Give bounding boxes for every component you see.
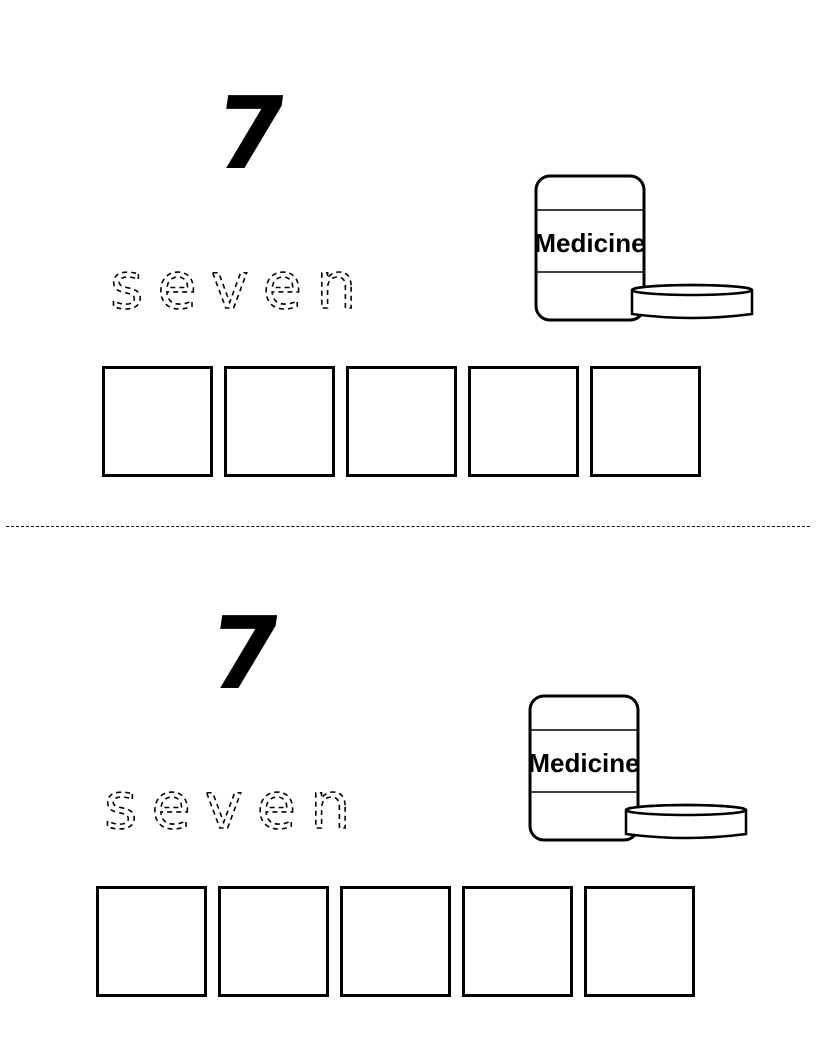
letter-boxes	[102, 366, 712, 477]
letter-box[interactable]	[468, 366, 579, 477]
numeral: 7	[207, 75, 294, 192]
medicine-bottle-icon: Medicine	[528, 694, 748, 842]
worksheet-card-top: 7 seven Medicine	[0, 0, 816, 520]
medicine-bottle-icon: Medicine	[534, 174, 754, 322]
letter-box[interactable]	[96, 886, 207, 997]
letter-box[interactable]	[218, 886, 329, 997]
tracing-word-text: seven	[110, 250, 371, 324]
tracing-word: seven	[109, 249, 371, 325]
cut-line	[6, 526, 810, 527]
letter-box[interactable]	[584, 886, 695, 997]
letter-box[interactable]	[590, 366, 701, 477]
letter-boxes	[96, 886, 706, 997]
worksheet-card-bottom: 7 seven Medicine	[0, 520, 816, 1040]
numeral: 7	[201, 595, 288, 712]
letter-box[interactable]	[340, 886, 451, 997]
medicine-label: Medicine	[534, 228, 645, 258]
tracing-word-text: seven	[104, 770, 365, 844]
letter-box[interactable]	[462, 886, 573, 997]
tracing-word: seven	[103, 769, 365, 845]
letter-box[interactable]	[102, 366, 213, 477]
medicine-label: Medicine	[528, 748, 639, 778]
letter-box[interactable]	[224, 366, 335, 477]
letter-box[interactable]	[346, 366, 457, 477]
